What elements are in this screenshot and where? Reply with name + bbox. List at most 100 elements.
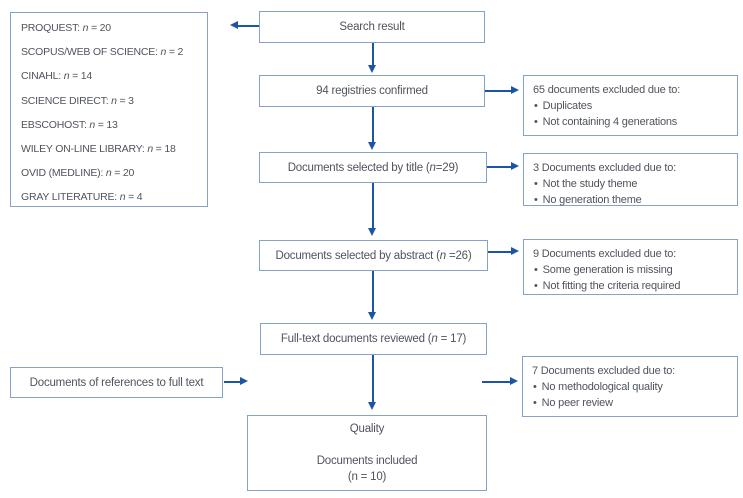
arrow-registries-to-title	[368, 107, 377, 150]
source-line-proquest: PROQUEST: n = 20	[21, 16, 203, 40]
exclusion-bullet-item: • Some generation is missing	[533, 262, 731, 278]
arrow-line	[237, 25, 259, 27]
source-count: = 20	[111, 167, 135, 180]
arrow-fulltext-to-quality	[368, 355, 377, 410]
n-symbol: n	[105, 167, 112, 180]
search-result-label: Search result	[339, 21, 405, 33]
arrow-search-to-registries	[368, 43, 377, 73]
source-count: = 18	[152, 143, 176, 156]
n-symbol: n	[111, 94, 117, 107]
source-line-grayliterature: GRAY LITERATURE: n = 4	[21, 185, 203, 209]
arrow-down-icon	[368, 142, 376, 150]
arrow-title-to-abstract	[368, 183, 377, 236]
documents-included-count: (n = 10)	[347, 471, 387, 483]
bullet-icon: •	[534, 194, 538, 206]
source-label: SCIENCE DIRECT:	[21, 94, 112, 107]
bullet-icon: •	[534, 264, 538, 276]
arrow-down-icon	[368, 65, 376, 73]
arrow-line	[485, 90, 512, 92]
n-symbol: n	[431, 333, 438, 345]
search-result-box: Search result	[259, 11, 485, 43]
arrow-line	[372, 107, 374, 143]
arrow-right-icon	[240, 377, 248, 385]
source-count: = 3	[116, 94, 135, 107]
exclusion-bullet-text: Not fitting the criteria required	[542, 280, 681, 292]
exclusion-bullet-text: Duplicates	[542, 100, 593, 112]
source-line-sciencedirect: SCIENCE DIRECT: n = 3	[21, 89, 203, 113]
n-symbol: n	[82, 22, 89, 34]
n-symbol: n	[89, 118, 96, 131]
label-suffix: =29)	[435, 161, 459, 174]
source-line-wiley: WILEY ON-LINE LIBRARY: n = 18	[21, 137, 203, 161]
arrow-line	[372, 271, 374, 313]
exclusion-bullet-item: • Not the study theme	[533, 176, 731, 192]
source-count: = 4	[125, 191, 143, 204]
n-symbol: n	[147, 143, 153, 156]
arrow-right-icon	[511, 247, 519, 255]
fulltext-reviewed-label: Full-text documents reviewed (n = 17)	[280, 333, 467, 345]
label-prefix: Documents selected by title (	[287, 161, 430, 174]
references-box: Documents of references to full text	[10, 367, 223, 398]
n-symbol: n	[63, 70, 70, 83]
exclusion-bullet-item: • Not fitting the criteria required	[533, 278, 731, 294]
source-label: WILEY ON-LINE LIBRARY:	[21, 143, 148, 156]
n-symbol: n	[439, 249, 446, 262]
references-label: Documents of references to full text	[29, 376, 204, 389]
label-suffix: = 17)	[437, 333, 467, 345]
arrow-down-icon	[368, 228, 376, 236]
source-label: SCOPUS/WEB OF SCIENCE:	[21, 46, 161, 59]
label-suffix: =26)	[445, 249, 472, 262]
exclusion-heading: 9 Documents excluded due to:	[533, 248, 676, 260]
source-count: = 13	[95, 118, 118, 131]
arrow-flow-to-exclusion4	[482, 377, 518, 386]
arrow-line	[372, 183, 374, 229]
arrow-left-icon	[230, 21, 238, 29]
fulltext-reviewed-box: Full-text documents reviewed (n = 17)	[260, 323, 487, 355]
n-symbol: n	[429, 161, 436, 174]
arrow-line	[224, 381, 241, 383]
arrow-line	[372, 43, 374, 66]
arrow-references-to-flow	[224, 377, 248, 386]
arrow-down-icon	[368, 402, 376, 410]
exclusion-bullet-text: Not the study theme	[542, 178, 638, 190]
exclusion-heading: 65 documents excluded due to:	[533, 84, 681, 96]
n-symbol: n	[160, 46, 167, 59]
source-count: = 2	[166, 46, 184, 59]
bullet-icon: •	[534, 178, 538, 190]
source-count: = 20	[88, 22, 111, 34]
selected-by-abstract-box: Documents selected by abstract (n =26)	[259, 240, 488, 271]
exclusion-bullet-item: •Not containing 4 generations	[533, 114, 731, 130]
source-label: PROQUEST:	[21, 22, 83, 34]
exclusion-heading: 3 Documents excluded due to:	[533, 162, 676, 174]
selected-by-title-box: Documents selected by title (n=29)	[259, 152, 487, 183]
exclusion-bullet-text: No peer review	[541, 397, 613, 409]
bullet-icon: •	[533, 397, 537, 409]
exclusion-box-title-stage: 3 Documents excluded due to: • Not the st…	[523, 153, 738, 206]
source-label: GRAY LITERATURE:	[21, 191, 120, 204]
exclusion-box-fulltext-stage: 7 Documents excluded due to: •No methodo…	[522, 356, 738, 417]
arrow-title-to-exclusion2	[487, 162, 519, 171]
exclusion-bullet-text: No methodological quality	[541, 381, 663, 393]
bullet-icon: •	[534, 280, 538, 292]
arrow-line	[372, 355, 374, 403]
exclusion-bullet-text: Some generation is missing	[542, 264, 673, 276]
source-line-ovid: OVID (MEDLINE): n = 20	[21, 161, 203, 185]
label-prefix: Full-text documents reviewed (	[280, 333, 432, 345]
arrow-search-to-sources	[230, 21, 259, 30]
source-line-cinahl: CINAHL: n = 14	[21, 64, 203, 88]
arrow-abstract-to-exclusion3	[488, 247, 519, 256]
source-label: OVID (MEDLINE):	[21, 167, 106, 180]
arrow-line	[488, 251, 512, 253]
bullet-icon: •	[533, 381, 537, 393]
exclusion-bullet-item: •Duplicates	[533, 98, 731, 114]
exclusion-bullet-text: Not containing 4 generations	[542, 116, 678, 128]
arrow-line	[487, 166, 512, 168]
n-symbol: n	[119, 191, 126, 204]
arrow-right-icon	[510, 377, 518, 385]
registries-confirmed-label: 94 registries confirmed	[316, 85, 428, 97]
exclusion-bullet-item: •No generation theme	[533, 192, 731, 208]
quality-label: Quality	[349, 423, 385, 435]
sources-box: PROQUEST: n = 20 SCOPUS/WEB OF SCIENCE: …	[10, 12, 208, 207]
exclusion-bullet-item: • No peer review	[532, 395, 731, 411]
